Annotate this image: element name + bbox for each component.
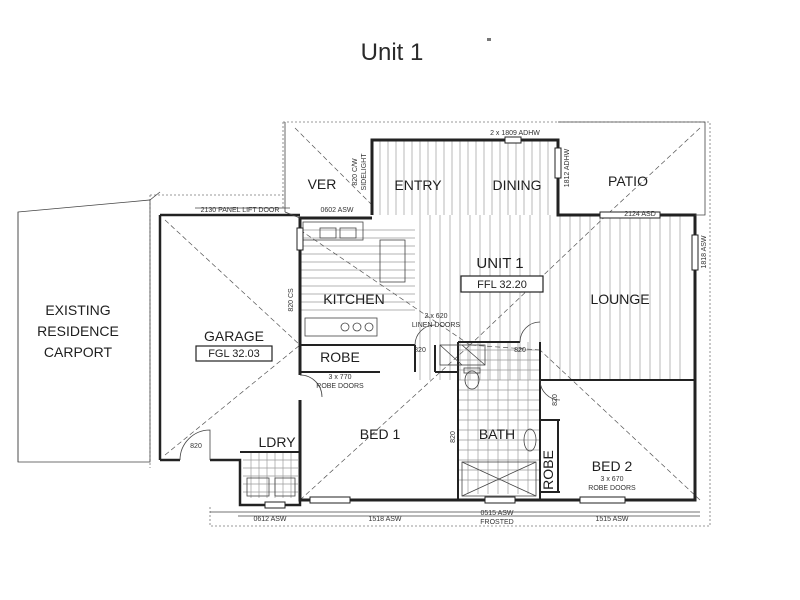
roof-hip-lines [164,127,701,501]
plan-title: Unit 1 [361,39,424,66]
room-label-bed1: BED 1 [360,426,401,442]
bath-floor-grid [458,342,540,494]
room-label-entry: ENTRY [394,177,442,193]
note-linen-2: LINEN DOORS [412,322,461,329]
note-robe-doors-2: 3 x 670 [601,476,624,483]
existing-label-line2: RESIDENCE [37,323,119,339]
room-label-unit: UNIT 1 [476,255,523,272]
note-asw-right: 1818 ASW [701,235,708,268]
room-label-dining: DINING [493,177,542,193]
dining-floor-hatch [379,140,549,215]
note-adhw-right: 1812 ADHW [564,148,571,187]
note-robe-doors-2b: ROBE DOORS [588,485,636,492]
room-label-bed2: BED 2 [592,458,633,474]
existing-carport [17,191,161,463]
note-cw-1: 820 C/W [352,158,359,186]
note-door-820-c: 820 [552,394,559,406]
kitchen-floor-hatch [300,229,415,311]
note-linen-1: 2 x 620 [425,313,448,320]
room-label-bath: BATH [479,426,515,442]
room-label-lounge: LOUNGE [590,291,649,307]
note-asw-bottom-2: 1518 ASW [368,516,401,523]
note-door-820-e: 820 [190,443,202,450]
note-asw-bottom-4: 1515 ASW [595,516,628,523]
existing-label-line3: CARPORT [44,344,113,360]
note-door-820-d: 820 [450,431,457,443]
note-asd: 2124 ASD [624,211,656,218]
room-label-robe2: ROBE [540,450,556,490]
note-asw-bottom-3b: FROSTED [480,519,513,526]
note-door-820-b: 820 [514,347,526,354]
note-robe-doors-1: 3 x 770 [329,374,352,381]
unit-level: FFL 32.20 [477,279,527,291]
note-cs820: 820 CS [288,288,295,312]
note-asw-bottom-3: 0515 ASW [480,510,513,517]
note-adhw-top: 2 x 1809 ADHW [490,130,540,137]
garage-level: FGL 32.03 [208,348,260,360]
existing-label-line1: EXISTING [45,302,110,318]
note-cw-2: SIDELIGHT [361,153,368,191]
unit-level-box [460,275,544,293]
building-walls [158,121,706,517]
garage-level-box [195,345,273,362]
room-label-patio: PATIO [608,173,648,189]
laundry-floor-grid [243,452,298,498]
note-asw-bottom-1: 0612 ASW [253,516,286,523]
room-label-ldry: LDRY [258,434,296,450]
note-asw-0602: 0602 ASW [320,207,353,214]
note-door-820-a: 820 [414,347,426,354]
note-robe-doors-1b: ROBE DOORS [316,383,364,390]
room-label-garage: GARAGE [204,328,264,344]
room-label-kitchen: KITCHEN [323,291,384,307]
room-label-ver: VER [308,176,337,192]
note-panel-door: 2130 PANEL LIFT DOOR [201,207,280,214]
room-label-robe: ROBE [320,349,360,365]
speck-mark [487,38,491,41]
